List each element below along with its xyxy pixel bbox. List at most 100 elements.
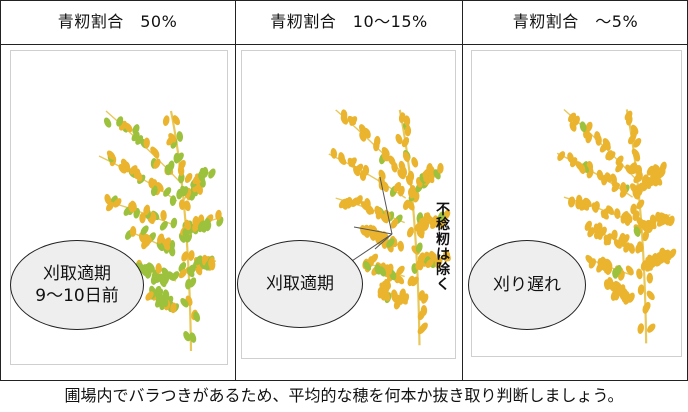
ripe-grain bbox=[215, 209, 222, 221]
green-grain bbox=[103, 117, 112, 128]
label-harvest-late-text: 刈り遅れ bbox=[493, 275, 561, 295]
ripe-grain bbox=[143, 137, 150, 149]
green-grain bbox=[363, 261, 372, 271]
header-green-ratio-5: 青籾割合 ～5% bbox=[512, 12, 639, 31]
green-grain bbox=[386, 238, 395, 248]
ripe-grain bbox=[443, 251, 451, 262]
ripe-grain bbox=[585, 254, 594, 265]
ripe-grain bbox=[184, 219, 191, 231]
ripe-grain bbox=[150, 146, 159, 157]
green-grain bbox=[193, 311, 201, 322]
ripe-grain bbox=[422, 215, 430, 226]
ripe-grain bbox=[653, 164, 661, 175]
column-divider-1 bbox=[235, 0, 236, 381]
green-grain bbox=[116, 116, 124, 127]
green-grain bbox=[183, 331, 191, 342]
green-grain bbox=[163, 187, 172, 197]
ripe-grain bbox=[641, 174, 649, 185]
ripe-grain bbox=[620, 213, 628, 224]
green-grain bbox=[159, 273, 167, 285]
ripe-grain bbox=[420, 305, 428, 316]
green-grain bbox=[180, 298, 189, 308]
ripe-grain bbox=[155, 263, 162, 274]
green-grain bbox=[189, 332, 197, 343]
ripe-grain bbox=[410, 276, 419, 287]
ripe-grain bbox=[630, 128, 637, 140]
ripe-grain bbox=[605, 150, 614, 160]
ripe-grain bbox=[139, 212, 146, 224]
ripe-grain bbox=[596, 169, 604, 181]
ripe-grain bbox=[170, 302, 177, 314]
ripe-grain bbox=[106, 150, 116, 160]
ripe-grain bbox=[393, 182, 402, 193]
ripe-grain bbox=[642, 230, 650, 242]
green-grain bbox=[186, 267, 195, 278]
ripe-grain bbox=[400, 166, 408, 177]
ripe-grain bbox=[618, 236, 626, 247]
ripe-grain bbox=[113, 198, 122, 208]
ripe-grain bbox=[390, 218, 399, 229]
ripe-grain bbox=[406, 200, 415, 211]
ripe-grain bbox=[631, 148, 640, 159]
ripe-grain bbox=[340, 114, 349, 125]
ripe-grain bbox=[408, 187, 415, 199]
ripe-grain bbox=[118, 164, 127, 174]
green-grain bbox=[612, 267, 619, 279]
ripe-grain bbox=[365, 204, 373, 215]
green-grain bbox=[150, 185, 158, 197]
ripe-grain bbox=[668, 248, 677, 259]
green-grain bbox=[579, 121, 587, 133]
ripe-grain bbox=[398, 112, 406, 124]
ripe-grain bbox=[636, 268, 643, 280]
green-grain bbox=[135, 135, 144, 145]
ripe-grain bbox=[341, 199, 348, 210]
ripe-grain bbox=[381, 147, 390, 157]
green-grain bbox=[173, 152, 180, 164]
ripe-grain bbox=[425, 258, 434, 269]
ripe-grain bbox=[611, 229, 618, 241]
ripe-grain bbox=[355, 195, 363, 206]
ripe-grain bbox=[633, 137, 642, 148]
ripe-grain bbox=[162, 115, 170, 126]
ripe-grain bbox=[646, 323, 656, 333]
ripe-grain bbox=[587, 227, 595, 238]
ripe-grain bbox=[361, 224, 370, 235]
green-grain bbox=[132, 124, 140, 135]
ripe-grain bbox=[567, 152, 574, 163]
green-grain bbox=[194, 255, 203, 266]
ripe-grain bbox=[575, 161, 584, 171]
ripe-grain bbox=[642, 303, 650, 314]
ripe-grain bbox=[396, 265, 405, 276]
ripe-grain bbox=[384, 264, 393, 275]
ripe-grain bbox=[619, 182, 627, 193]
ripe-grain bbox=[619, 291, 628, 302]
green-grain bbox=[208, 168, 216, 179]
ripe-grain bbox=[395, 275, 405, 285]
ripe-grain bbox=[658, 215, 666, 226]
ripe-grain bbox=[192, 221, 200, 232]
ripe-grain bbox=[347, 157, 356, 168]
grain-cluster bbox=[103, 115, 224, 343]
label-harvest-optimal: 刈取適期 bbox=[237, 240, 363, 328]
green-grain bbox=[155, 294, 163, 305]
ripe-grain bbox=[434, 257, 443, 268]
caption: 圃場内でバラつきがあるため、平均的な穂を何本か抜き取り判断しましょう。 bbox=[64, 386, 624, 405]
ripe-grain bbox=[630, 203, 637, 215]
ripe-grain bbox=[634, 185, 643, 196]
rice-panicle-illustration-10-15 bbox=[328, 109, 451, 346]
ripe-grain bbox=[628, 243, 635, 254]
label-harvest-early-line2: 9～10日前 bbox=[35, 286, 119, 306]
ripe-grain bbox=[646, 290, 655, 301]
ripe-grain bbox=[208, 259, 216, 271]
green-grain bbox=[197, 220, 206, 231]
ripe-grain bbox=[418, 290, 425, 301]
ripe-grain bbox=[419, 322, 428, 332]
ripe-grain bbox=[602, 138, 611, 148]
ripe-grain bbox=[418, 252, 426, 264]
ripe-grain bbox=[648, 219, 657, 230]
ripe-grain bbox=[579, 201, 588, 211]
green-grain bbox=[198, 171, 205, 182]
ripe-grain bbox=[391, 292, 399, 303]
header-green-ratio-50: 青籾割合 50% bbox=[57, 12, 178, 31]
green-grain bbox=[167, 160, 175, 172]
